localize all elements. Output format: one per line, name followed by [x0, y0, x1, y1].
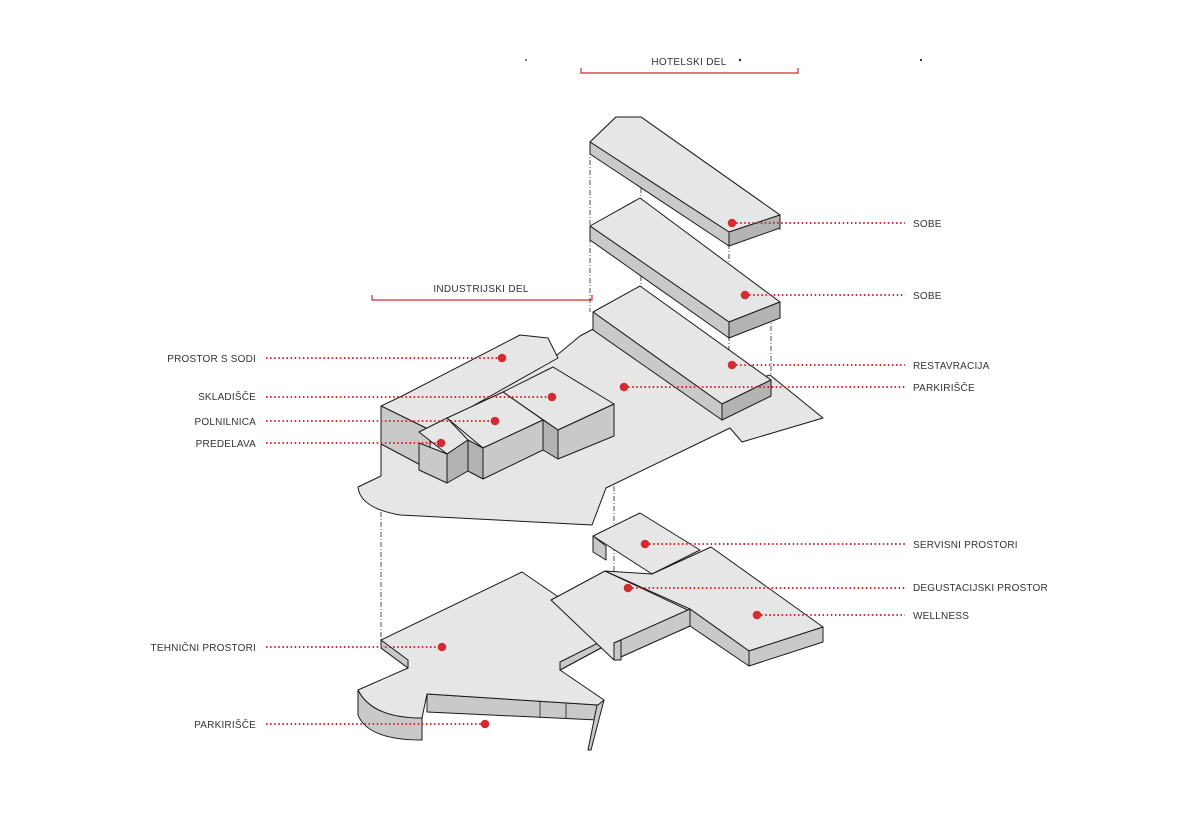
industrial-section-title: INDUSTRIJSKI DEL — [433, 284, 529, 295]
svg-text:SOBE: SOBE — [913, 219, 942, 230]
svg-text:POLNILNICA: POLNILNICA — [195, 417, 257, 428]
svg-text:PARKIRIŠČE: PARKIRIŠČE — [913, 381, 975, 394]
svg-text:SERVISNI PROSTORI: SERVISNI PROSTORI — [913, 540, 1018, 551]
industrial-section-marker: INDUSTRIJSKI DEL — [371, 284, 593, 301]
svg-text:PREDELAVA: PREDELAVA — [196, 439, 256, 450]
label-parkirisce-upper: PARKIRIŠČE — [619, 381, 975, 394]
hotel-section-marker: HOTELSKI DEL — [580, 57, 799, 74]
hotel-rooms-middle — [589, 197, 781, 339]
label-servisni-prostori: SERVISNI PROSTORI — [640, 539, 1018, 551]
svg-text:DEGUSTACIJSKI PROSTOR: DEGUSTACIJSKI PROSTOR — [913, 583, 1048, 594]
label-polnilnica: POLNILNICA — [195, 416, 500, 428]
label-degustacijski-prostor: DEGUSTACIJSKI PROSTOR — [623, 583, 1048, 594]
stray-marks — [525, 58, 923, 62]
svg-text:SOBE: SOBE — [913, 291, 942, 302]
label-sobe-mid: SOBE — [740, 290, 942, 302]
svg-text:SKLADIŠČE: SKLADIŠČE — [198, 390, 256, 403]
label-wellness: WELLNESS — [752, 610, 969, 622]
hotel-restaurant-level — [592, 285, 772, 421]
svg-text:TEHNIČNI PROSTORI: TEHNIČNI PROSTORI — [151, 641, 256, 654]
svg-text:WELLNESS: WELLNESS — [913, 611, 969, 622]
label-parkirisce-lower: PARKIRIŠČE — [194, 718, 490, 731]
label-predelava: PREDELAVA — [196, 438, 446, 450]
label-restavracija: RESTAVRACIJA — [727, 360, 990, 372]
lower-floor-hospitality — [550, 512, 824, 667]
hotel-rooms-top — [589, 116, 781, 247]
svg-text:PROSTOR S SODI: PROSTOR S SODI — [167, 354, 256, 365]
label-prostor-s-sodi: PROSTOR S SODI — [167, 353, 507, 365]
label-skladisce: SKLADIŠČE — [198, 390, 557, 403]
hotel-section-title: HOTELSKI DEL — [651, 57, 726, 68]
lower-floor-technical — [357, 571, 615, 751]
label-sobe-top: SOBE — [727, 218, 942, 230]
svg-text:PARKIRIŠČE: PARKIRIŠČE — [194, 718, 256, 731]
svg-text:RESTAVRACIJA: RESTAVRACIJA — [913, 361, 990, 372]
label-tehnicni-prostori: TEHNIČNI PROSTORI — [151, 641, 447, 654]
